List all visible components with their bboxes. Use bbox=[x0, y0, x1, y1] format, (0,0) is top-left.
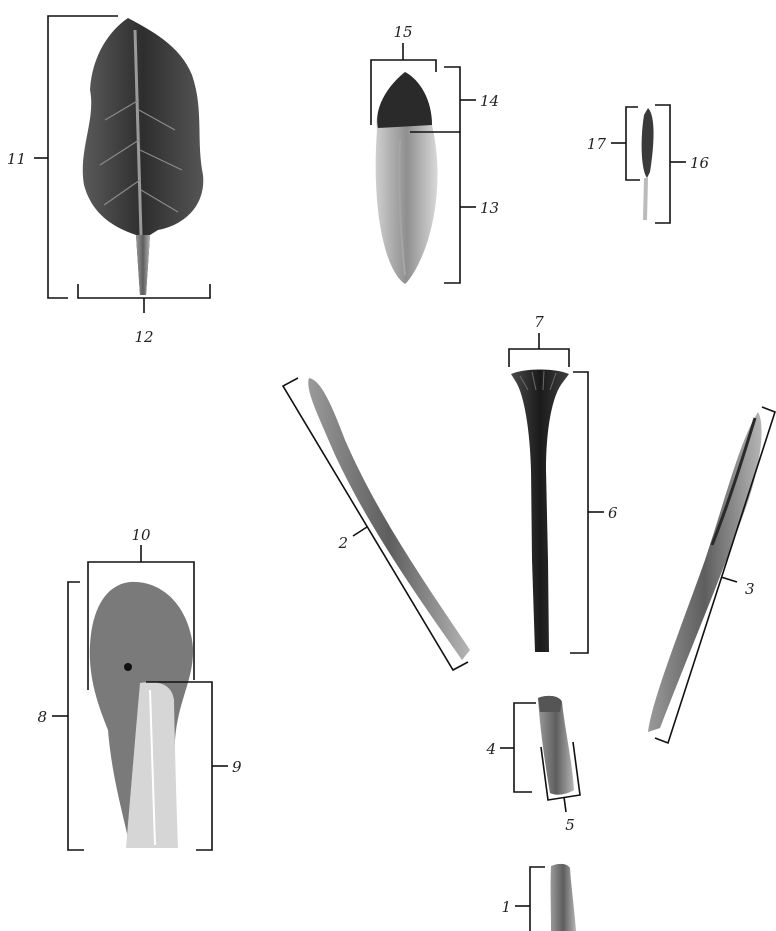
label-12: 12 bbox=[134, 328, 153, 346]
bracket-16 bbox=[655, 105, 670, 223]
label-15: 15 bbox=[393, 23, 412, 41]
label-5: 5 bbox=[565, 816, 575, 834]
bracket-7 bbox=[509, 349, 569, 367]
bracket-4 bbox=[514, 703, 536, 792]
label-11: 11 bbox=[7, 150, 26, 168]
label-16: 16 bbox=[690, 154, 710, 172]
label-2: 2 bbox=[337, 534, 348, 552]
label-8: 8 bbox=[37, 708, 47, 726]
dark-petiole-specimen bbox=[511, 370, 569, 653]
bracket-13 bbox=[444, 132, 460, 283]
label-4: 4 bbox=[485, 740, 496, 758]
bracket-2-tick bbox=[353, 527, 367, 536]
label-6: 6 bbox=[608, 504, 618, 522]
label-14: 14 bbox=[480, 92, 499, 110]
diagonal-stalk-specimen-2 bbox=[308, 378, 470, 660]
label-13: 13 bbox=[480, 199, 499, 217]
bracket-3-tick bbox=[721, 577, 737, 582]
label-9: 9 bbox=[232, 758, 242, 776]
label-3: 3 bbox=[745, 580, 755, 598]
short-segment-specimen bbox=[538, 696, 574, 795]
bracket-8 bbox=[68, 582, 84, 850]
base-segment-specimen bbox=[551, 864, 576, 931]
bracket-17 bbox=[626, 107, 640, 180]
diagonal-stalk-specimen-3 bbox=[648, 412, 762, 732]
label-10: 10 bbox=[131, 526, 151, 544]
pale-leaf-specimen bbox=[90, 582, 193, 848]
heart-specimen bbox=[376, 72, 438, 284]
label-17: 17 bbox=[587, 135, 607, 153]
bracket-5-tick bbox=[564, 797, 566, 812]
label-7: 7 bbox=[534, 313, 544, 331]
bracket-1 bbox=[530, 867, 545, 931]
bracket-6 bbox=[570, 372, 588, 653]
whole-leaf-specimen bbox=[83, 18, 204, 295]
label-1: 1 bbox=[501, 898, 511, 916]
small-leaf-specimen bbox=[642, 108, 654, 220]
